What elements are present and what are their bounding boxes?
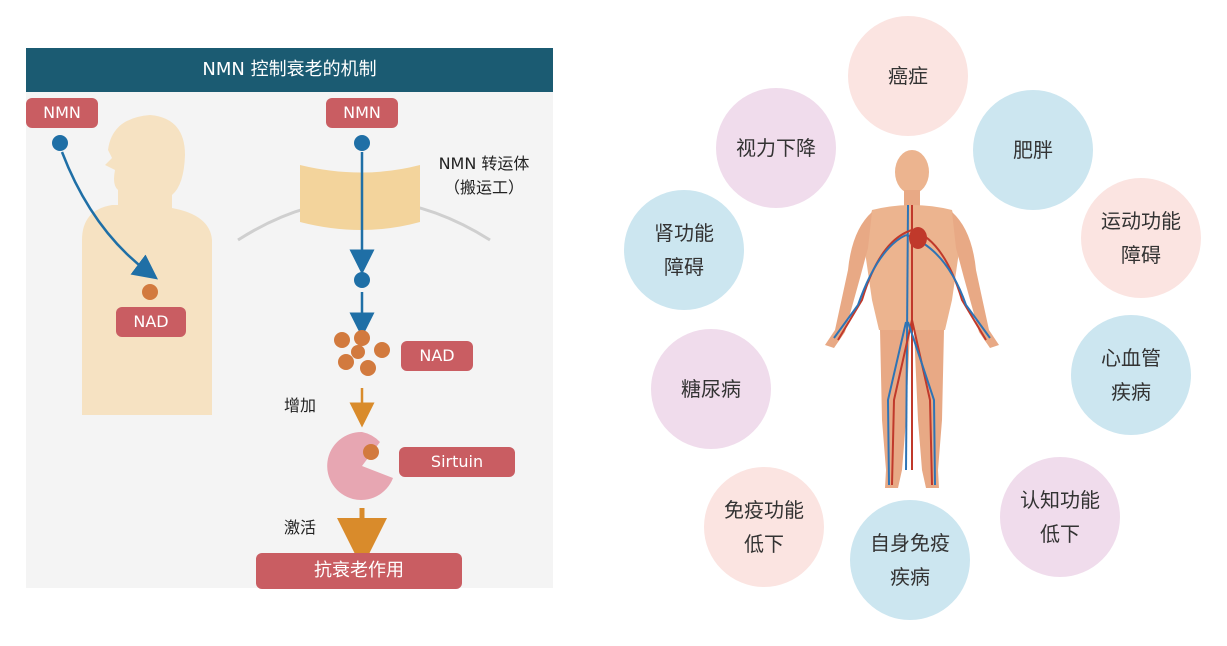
diagram-title: NMN 控制衰老的机制 bbox=[26, 48, 553, 92]
nad-dot bbox=[354, 330, 370, 346]
nad-dot bbox=[338, 354, 354, 370]
heart bbox=[909, 227, 927, 249]
disease-autoimmune: 自身免疫疾病 bbox=[850, 500, 970, 620]
disease-obesity: 肥胖 bbox=[973, 90, 1093, 210]
nmn-dot-left bbox=[52, 135, 68, 151]
nad-tag-left: NAD bbox=[116, 307, 186, 337]
nad-dot-left bbox=[142, 284, 158, 300]
nad-bound-dot bbox=[363, 444, 379, 460]
nmn-tag-right: NMN bbox=[326, 98, 398, 128]
body-outline bbox=[825, 150, 999, 488]
transporter-label-1: NMN 转运体 bbox=[438, 154, 530, 173]
increase-label: 增加 bbox=[284, 396, 317, 415]
activate-label: 激活 bbox=[284, 518, 317, 537]
nad-dot bbox=[360, 360, 376, 376]
nmn-dot-right bbox=[354, 135, 370, 151]
disease-cardiovascular: 心血管疾病 bbox=[1071, 315, 1191, 435]
transporter-label-2: （搬运工） bbox=[443, 178, 524, 197]
sirtuin-enzyme bbox=[327, 431, 393, 500]
nmn-curve-arrow bbox=[60, 151, 158, 280]
nmn-dot-inside bbox=[354, 272, 370, 288]
sirtuin-tag: Sirtuin bbox=[399, 447, 515, 477]
disease-motor-dysfunction: 运动功能障碍 bbox=[1081, 178, 1201, 298]
anti-aging-result: 抗衰老作用 bbox=[256, 553, 462, 589]
disease-diabetes: 糖尿病 bbox=[651, 329, 771, 449]
nmn-tag-left: NMN bbox=[26, 98, 98, 128]
disease-kidney-dysfunction: 肾功能障碍 bbox=[624, 190, 744, 310]
nad-dot bbox=[374, 342, 390, 358]
disease-cancer: 癌症 bbox=[848, 16, 968, 136]
disease-cognitive-decline: 认知功能低下 bbox=[1000, 457, 1120, 577]
nad-tag-right: NAD bbox=[401, 341, 473, 371]
disease-vision-decline: 视力下降 bbox=[716, 88, 836, 208]
nad-dot bbox=[351, 345, 365, 359]
nad-dot bbox=[334, 332, 350, 348]
disease-immune-decline: 免疫功能低下 bbox=[704, 467, 824, 587]
nmn-transporter bbox=[300, 165, 420, 230]
